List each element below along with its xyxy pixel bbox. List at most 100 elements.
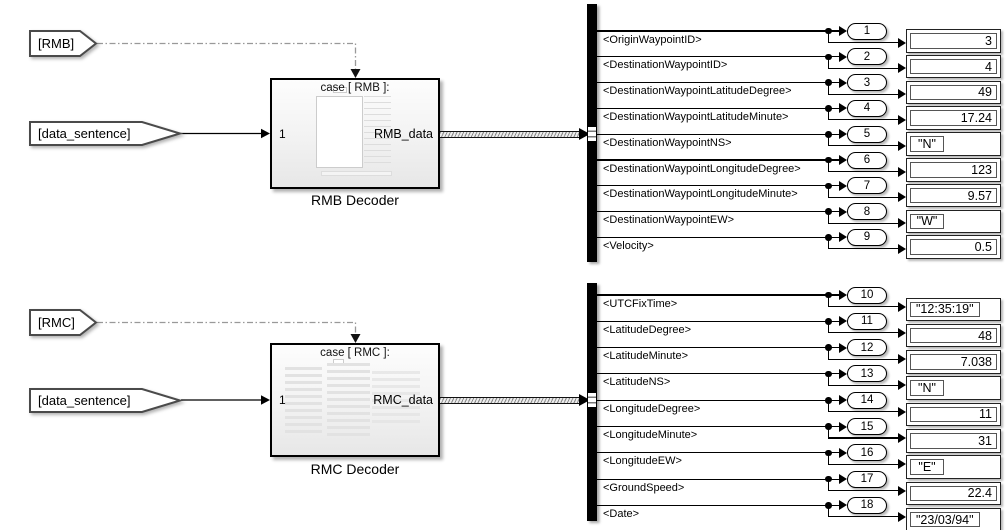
outport-wire <box>828 159 839 161</box>
display-value: 11 <box>910 406 997 423</box>
from-tag-rmc[interactable]: [RMC] <box>29 308 101 339</box>
display-arrowhead-icon <box>897 192 906 203</box>
subsystem-preview <box>333 359 344 364</box>
display-arrowhead-icon <box>897 433 906 443</box>
subsystem-preview <box>327 363 370 437</box>
outport-arrowhead-icon <box>838 316 847 327</box>
signal-name-label: <DestinationWaypointLongitudeMinute> <box>603 188 798 201</box>
outport-block[interactable]: 15 <box>847 418 887 435</box>
display-block[interactable]: 48 <box>906 323 1001 348</box>
outport-wire <box>828 320 839 322</box>
display-block[interactable]: 123 <box>906 158 1001 182</box>
display-branch-wire <box>828 185 830 198</box>
display-block[interactable]: 11 <box>906 402 1001 427</box>
display-block[interactable]: 31 <box>906 429 1001 453</box>
bus-signal-wire <box>597 56 829 58</box>
display-arrowhead-icon <box>897 459 906 470</box>
outport-number: 13 <box>860 367 874 380</box>
outport-arrowhead-icon <box>838 447 847 458</box>
from-tag-data-sentence-2[interactable]: [data_sentence] <box>29 387 185 415</box>
bus-signal-wire <box>597 347 829 349</box>
display-block[interactable]: "W" <box>906 209 1001 234</box>
display-block[interactable]: 7.038 <box>906 350 1001 374</box>
display-value: 7.038 <box>910 354 997 370</box>
bus-signal-wire <box>597 478 829 480</box>
display-block[interactable]: "12:35:19" <box>906 297 1001 321</box>
output-port-label: RMB_data <box>373 126 433 141</box>
outport-arrowhead-icon <box>838 51 847 62</box>
display-arrowhead-icon <box>897 354 906 365</box>
signal-name-label: <LatitudeDegree> <box>603 323 692 336</box>
display-block[interactable]: "23/03/94" <box>906 507 1001 530</box>
display-branch-wire <box>828 145 898 147</box>
display-branch-wire <box>828 211 830 224</box>
rmc-decoder-block[interactable]: case [ RMC ]: 1 RMC_data <box>270 343 440 457</box>
outport-block[interactable]: 2 <box>847 48 887 66</box>
bus-signal-wire <box>597 133 829 135</box>
display-branch-wire <box>828 463 898 465</box>
bus-selector-input-port <box>588 127 596 141</box>
outport-block[interactable]: 10 <box>847 286 887 304</box>
display-arrowhead-icon <box>897 140 906 151</box>
outport-block[interactable]: 18 <box>847 496 887 514</box>
outport-number: 1 <box>863 25 871 37</box>
display-branch-wire <box>828 411 898 413</box>
display-block[interactable]: 3 <box>906 29 1001 53</box>
outport-wire <box>828 236 839 238</box>
outport-block[interactable]: 17 <box>847 470 887 488</box>
outport-number: 12 <box>860 341 874 354</box>
outport-block[interactable]: 7 <box>847 177 887 195</box>
from-tag-rmb[interactable]: [RMB] <box>29 29 101 60</box>
outport-block[interactable]: 14 <box>847 391 887 409</box>
outport-block[interactable]: 1 <box>847 22 887 40</box>
outport-arrowhead-icon <box>838 155 847 165</box>
outport-arrowhead-icon <box>838 77 847 88</box>
display-value: 17.24 <box>910 110 997 126</box>
from-tag-data-sentence-1[interactable]: [data_sentence] <box>29 120 185 148</box>
input-port-label: 1 <box>279 393 286 407</box>
subsystem-preview <box>285 367 322 435</box>
outport-block[interactable]: 13 <box>847 365 887 383</box>
rmb-decoder-block[interactable]: case [ RMB ]: 1 RMB_data <box>270 78 440 189</box>
display-value: 4 <box>910 58 997 75</box>
outport-block[interactable]: 3 <box>847 74 887 92</box>
display-block[interactable]: 49 <box>906 80 1001 105</box>
outport-wire <box>828 185 839 187</box>
outport-block[interactable]: 8 <box>847 203 887 221</box>
outport-wire <box>828 82 839 84</box>
display-block[interactable]: "E" <box>906 455 1001 479</box>
outport-wire <box>828 504 839 506</box>
display-value: 9.57 <box>910 187 997 204</box>
display-block[interactable]: "N" <box>906 376 1001 400</box>
display-branch-wire <box>828 119 898 121</box>
display-block[interactable]: 22.4 <box>906 481 1001 506</box>
display-arrowhead-icon <box>897 511 906 522</box>
outport-number: 6 <box>863 154 871 166</box>
outport-block[interactable]: 9 <box>847 228 887 246</box>
bus-wire <box>440 396 579 404</box>
display-branch-wire <box>828 373 830 386</box>
outport-block[interactable]: 11 <box>847 312 887 330</box>
outport-block[interactable]: 5 <box>847 125 887 143</box>
display-block[interactable]: 0.5 <box>906 235 1001 259</box>
outport-block[interactable]: 12 <box>847 339 887 357</box>
from-tag-shape <box>29 309 98 336</box>
display-branch-wire <box>828 160 830 172</box>
subsystem-preview <box>316 96 363 168</box>
display-block[interactable]: "N" <box>906 132 1001 156</box>
outport-block[interactable]: 4 <box>847 99 887 117</box>
outport-number: 18 <box>860 499 874 512</box>
outport-block[interactable]: 16 <box>847 444 887 462</box>
from-tag-shape <box>29 121 184 146</box>
display-block[interactable]: 9.57 <box>906 183 1001 208</box>
display-block[interactable]: 17.24 <box>906 106 1001 130</box>
display-arrowhead-icon <box>897 380 906 391</box>
signal-name-label: <GroundSpeed> <box>603 481 685 494</box>
display-arrowhead-icon <box>897 218 906 229</box>
bus-signal-wire <box>597 30 829 32</box>
bus-arrowhead-icon <box>579 394 590 406</box>
outport-block[interactable]: 6 <box>847 151 887 169</box>
display-branch-wire <box>828 400 830 412</box>
display-block[interactable]: 4 <box>906 54 1001 79</box>
